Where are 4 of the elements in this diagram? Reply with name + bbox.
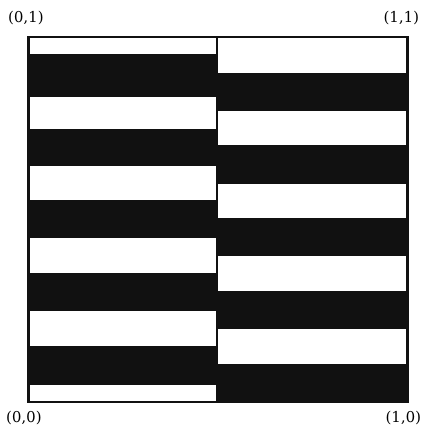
- corner-label: (0,0): [6, 408, 42, 426]
- corner-label: (0,1): [8, 8, 44, 26]
- corner-label: (1,1): [383, 8, 419, 26]
- corner-label: (1,0): [385, 408, 421, 426]
